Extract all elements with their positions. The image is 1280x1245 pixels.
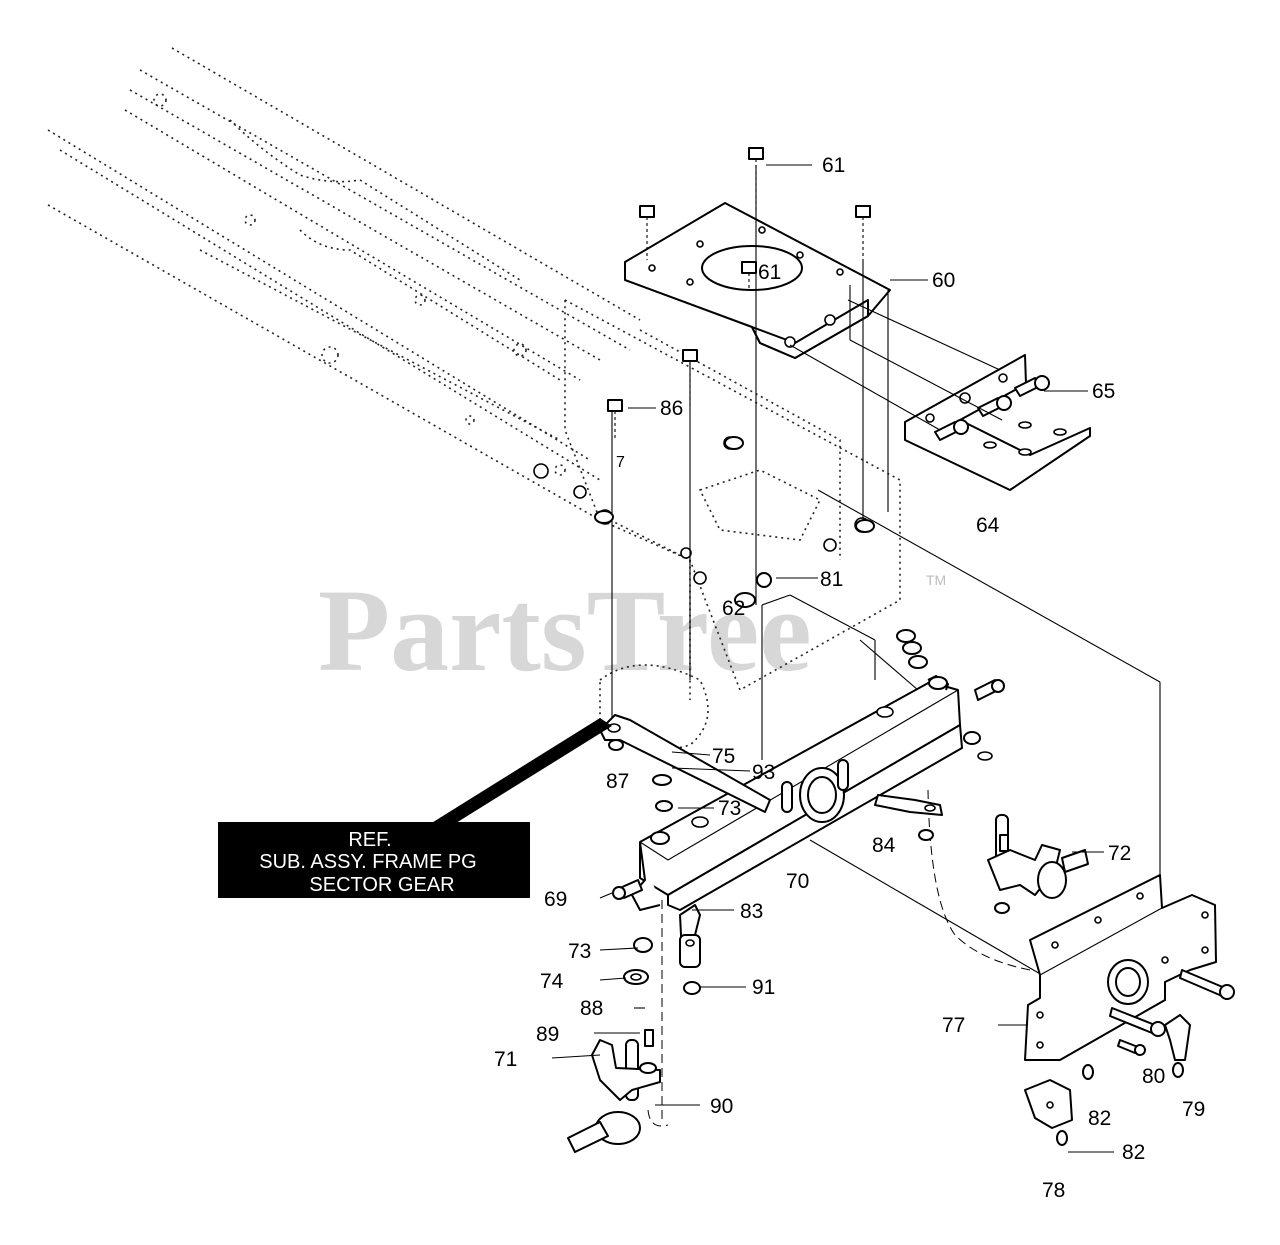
callout-69: 69 (544, 888, 567, 911)
reference-line-3: SECTOR GEAR (309, 874, 454, 896)
callout-61-top: 61 (822, 154, 845, 177)
mount-bracket (904, 354, 1091, 491)
right-spindle (987, 814, 1089, 914)
callout-82-upper: 82 (1088, 1107, 1111, 1130)
callout-78: 78 (1042, 1179, 1065, 1202)
callout-labels: 61 61 60 65 86 64 81 62 75 93 87 73 84 7… (494, 154, 1205, 1202)
callout-89: 89 (536, 1023, 559, 1046)
callout-79: 79 (1182, 1098, 1205, 1121)
callout-81: 81 (820, 568, 843, 591)
callout-75: 75 (712, 745, 735, 768)
callout-62: 62 (722, 597, 745, 620)
beam-washers (608, 629, 934, 841)
callout-73-lower: 73 (568, 940, 591, 963)
callout-65: 65 (1092, 380, 1115, 403)
small-bracket (1056, 1014, 1191, 1146)
watermark-text: PartsTree (318, 565, 812, 696)
callout-93: 93 (752, 761, 775, 784)
reference-box-bg (218, 822, 530, 898)
reference-line-1: REF. (348, 829, 391, 851)
callout-91: 91 (752, 976, 775, 999)
frame-nuts (594, 436, 875, 608)
beam-bolts (612, 676, 1005, 900)
watermark-trademark: TM (926, 572, 946, 588)
long-bolts (1109, 969, 1235, 1056)
callout-84: 84 (872, 834, 896, 857)
tie-rod (874, 794, 943, 816)
callout-82-lower: 82 (1122, 1141, 1145, 1164)
drag-link (679, 904, 701, 995)
reference-line-2: SUB. ASSY. FRAME PG (259, 851, 476, 873)
callout-61-plate: 61 (758, 261, 781, 284)
callout-70: 70 (786, 870, 809, 893)
callout-88: 88 (580, 997, 603, 1020)
pivot-link (599, 714, 771, 813)
callout-83: 83 (740, 900, 763, 923)
stray-label: 7 (616, 454, 625, 471)
callout-72: 72 (1108, 842, 1131, 865)
callout-87: 87 (606, 770, 629, 793)
axle-beam (631, 675, 963, 911)
callout-71: 71 (494, 1048, 517, 1071)
callout-74: 74 (540, 970, 564, 993)
callout-80: 80 (1142, 1065, 1165, 1088)
callout-64: 64 (976, 514, 1000, 537)
left-spindle (567, 937, 661, 1153)
callout-90: 90 (710, 1095, 733, 1118)
reference-pointer (430, 718, 612, 828)
callout-77: 77 (942, 1014, 965, 1037)
callout-73-upper: 73 (718, 797, 741, 820)
front-bracket (1024, 874, 1217, 1129)
callout-leaders (551, 164, 1114, 1153)
reference-box: REF. SUB. ASSY. FRAME PG SECTOR GEAR (218, 718, 612, 898)
callout-60: 60 (932, 269, 955, 292)
bracket-bolts (934, 375, 1050, 441)
frame-bolt-heads (533, 436, 870, 585)
callout-86: 86 (660, 397, 683, 420)
